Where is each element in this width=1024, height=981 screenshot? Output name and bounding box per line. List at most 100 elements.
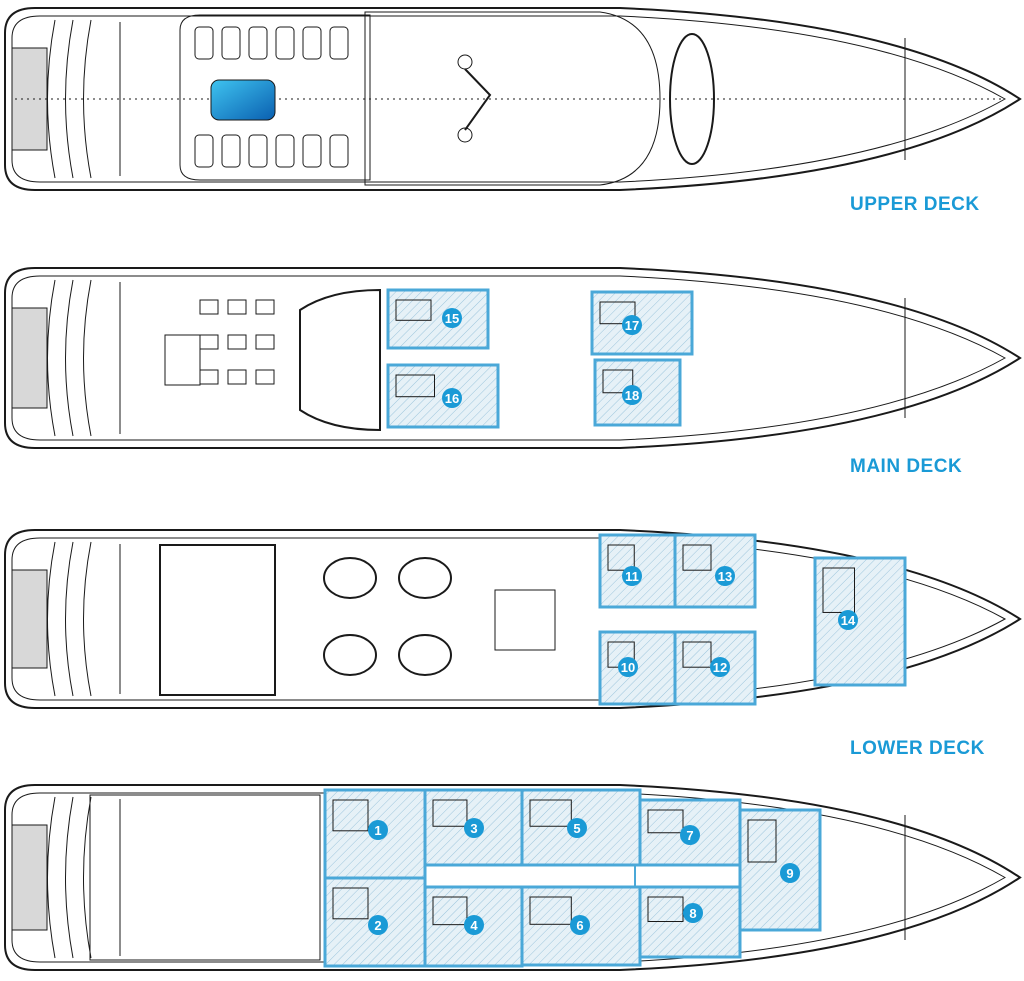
- cabin-5: 5: [520, 788, 642, 867]
- crane-base: [457, 127, 473, 143]
- bed-icon: [747, 819, 777, 863]
- lounge-chair: [227, 334, 247, 350]
- bed-icon: [432, 799, 468, 827]
- stern-steps: [47, 279, 56, 437]
- cabin-10: 10: [598, 630, 677, 706]
- canopy: [364, 11, 661, 186]
- sundeck-area: [179, 14, 371, 181]
- stern-steps: [47, 19, 56, 179]
- bed-icon: [332, 799, 369, 832]
- cabin-area: [673, 533, 757, 609]
- stern-steps: [47, 796, 56, 959]
- sunbed: [194, 134, 214, 168]
- cabin-number-badge: [622, 315, 642, 335]
- hull-inner-line: [11, 275, 1007, 441]
- stern-platform: [11, 824, 48, 931]
- cabin-number-badge: [368, 820, 388, 840]
- crane: [464, 68, 492, 131]
- lounge-chair: [227, 369, 247, 385]
- cabin-number-badge: [780, 863, 800, 883]
- cabin-number: 2: [374, 918, 381, 933]
- corridor: [394, 864, 636, 888]
- stern-steps: [83, 541, 92, 697]
- jacuzzi: [210, 79, 276, 121]
- cabin-number-badge: [622, 566, 642, 586]
- cabin-11: 11: [598, 533, 677, 609]
- cabin-number-badge: [683, 903, 703, 923]
- cabin-13: 13: [673, 533, 757, 609]
- lounge-chair: [227, 299, 247, 315]
- bed-icon: [529, 799, 572, 827]
- cabin-3: 3: [423, 788, 524, 867]
- lower-deck-label: LOWER DECK: [850, 738, 985, 759]
- main-deck-label: MAIN DECK: [850, 456, 963, 477]
- sunbed: [329, 134, 349, 168]
- dining-table: [323, 557, 377, 599]
- cabin-number-badge: [442, 308, 462, 328]
- cabin-number: 12: [713, 660, 727, 675]
- bed-icon: [607, 544, 635, 571]
- bed-icon: [332, 887, 369, 920]
- cabin-number: 14: [841, 613, 856, 628]
- cabin-number: 1: [374, 823, 381, 838]
- sunbed: [194, 26, 214, 60]
- sunbed: [275, 134, 295, 168]
- cabin-number-badge: [442, 388, 462, 408]
- stern-steps: [65, 279, 74, 437]
- cabin-number-badge: [715, 566, 735, 586]
- bed-icon: [432, 896, 468, 926]
- sunbed: [221, 134, 241, 168]
- cabin-8: 8: [638, 885, 742, 959]
- cabin-area: [738, 808, 822, 932]
- cabin-number: 18: [625, 388, 639, 403]
- cabin-number: 13: [718, 569, 732, 584]
- bed-icon: [602, 369, 634, 394]
- bed-icon: [647, 896, 684, 922]
- sunbed: [329, 26, 349, 60]
- stern-platform: [11, 307, 48, 409]
- bed-icon: [529, 896, 572, 925]
- stern-steps: [65, 541, 74, 697]
- cabin-area: [386, 288, 490, 350]
- hull-inner-line: [11, 15, 1007, 183]
- cabin-area: [520, 885, 642, 967]
- deck-main: [4, 267, 1022, 449]
- cabin-number-badge: [464, 818, 484, 838]
- cabin-number-badge: [368, 915, 388, 935]
- tender-boat: [669, 33, 715, 165]
- stern-steps: [65, 19, 74, 179]
- cabin-number-badge: [618, 657, 638, 677]
- staircase: [494, 589, 556, 651]
- cabin-area: [590, 290, 694, 356]
- lounge-chair: [255, 299, 275, 315]
- cabin-18: 18: [593, 358, 682, 427]
- sunbed: [302, 26, 322, 60]
- bar-counter: [164, 334, 201, 386]
- stern-steps: [65, 796, 74, 959]
- dining-table: [398, 557, 452, 599]
- cabin-6: 6: [520, 885, 642, 967]
- cabin-number: 8: [689, 906, 696, 921]
- cabin-number: 9: [786, 866, 793, 881]
- cabin-15: 15: [386, 288, 490, 350]
- stern-steps: [47, 541, 56, 697]
- galley: [159, 544, 276, 696]
- bed-icon: [395, 299, 432, 321]
- sunbed: [248, 26, 268, 60]
- bed-icon: [822, 567, 855, 613]
- cabin-16: 16: [386, 363, 500, 429]
- cabin-number: 4: [470, 918, 478, 933]
- upper-deck-label: UPPER DECK: [850, 194, 980, 215]
- bed-icon: [682, 641, 712, 668]
- cabin-4: 4: [423, 885, 524, 968]
- stern-steps: [83, 279, 92, 437]
- cabin-number: 17: [625, 318, 639, 333]
- cabin-2: 2: [323, 876, 427, 968]
- cabin-number: 11: [625, 569, 639, 584]
- lounge-chair: [199, 299, 219, 315]
- dining-table: [323, 634, 377, 676]
- cabin-number: 5: [573, 821, 580, 836]
- cabin-number: 10: [621, 660, 635, 675]
- cabin-number-badge: [567, 818, 587, 838]
- lounge-chair: [255, 334, 275, 350]
